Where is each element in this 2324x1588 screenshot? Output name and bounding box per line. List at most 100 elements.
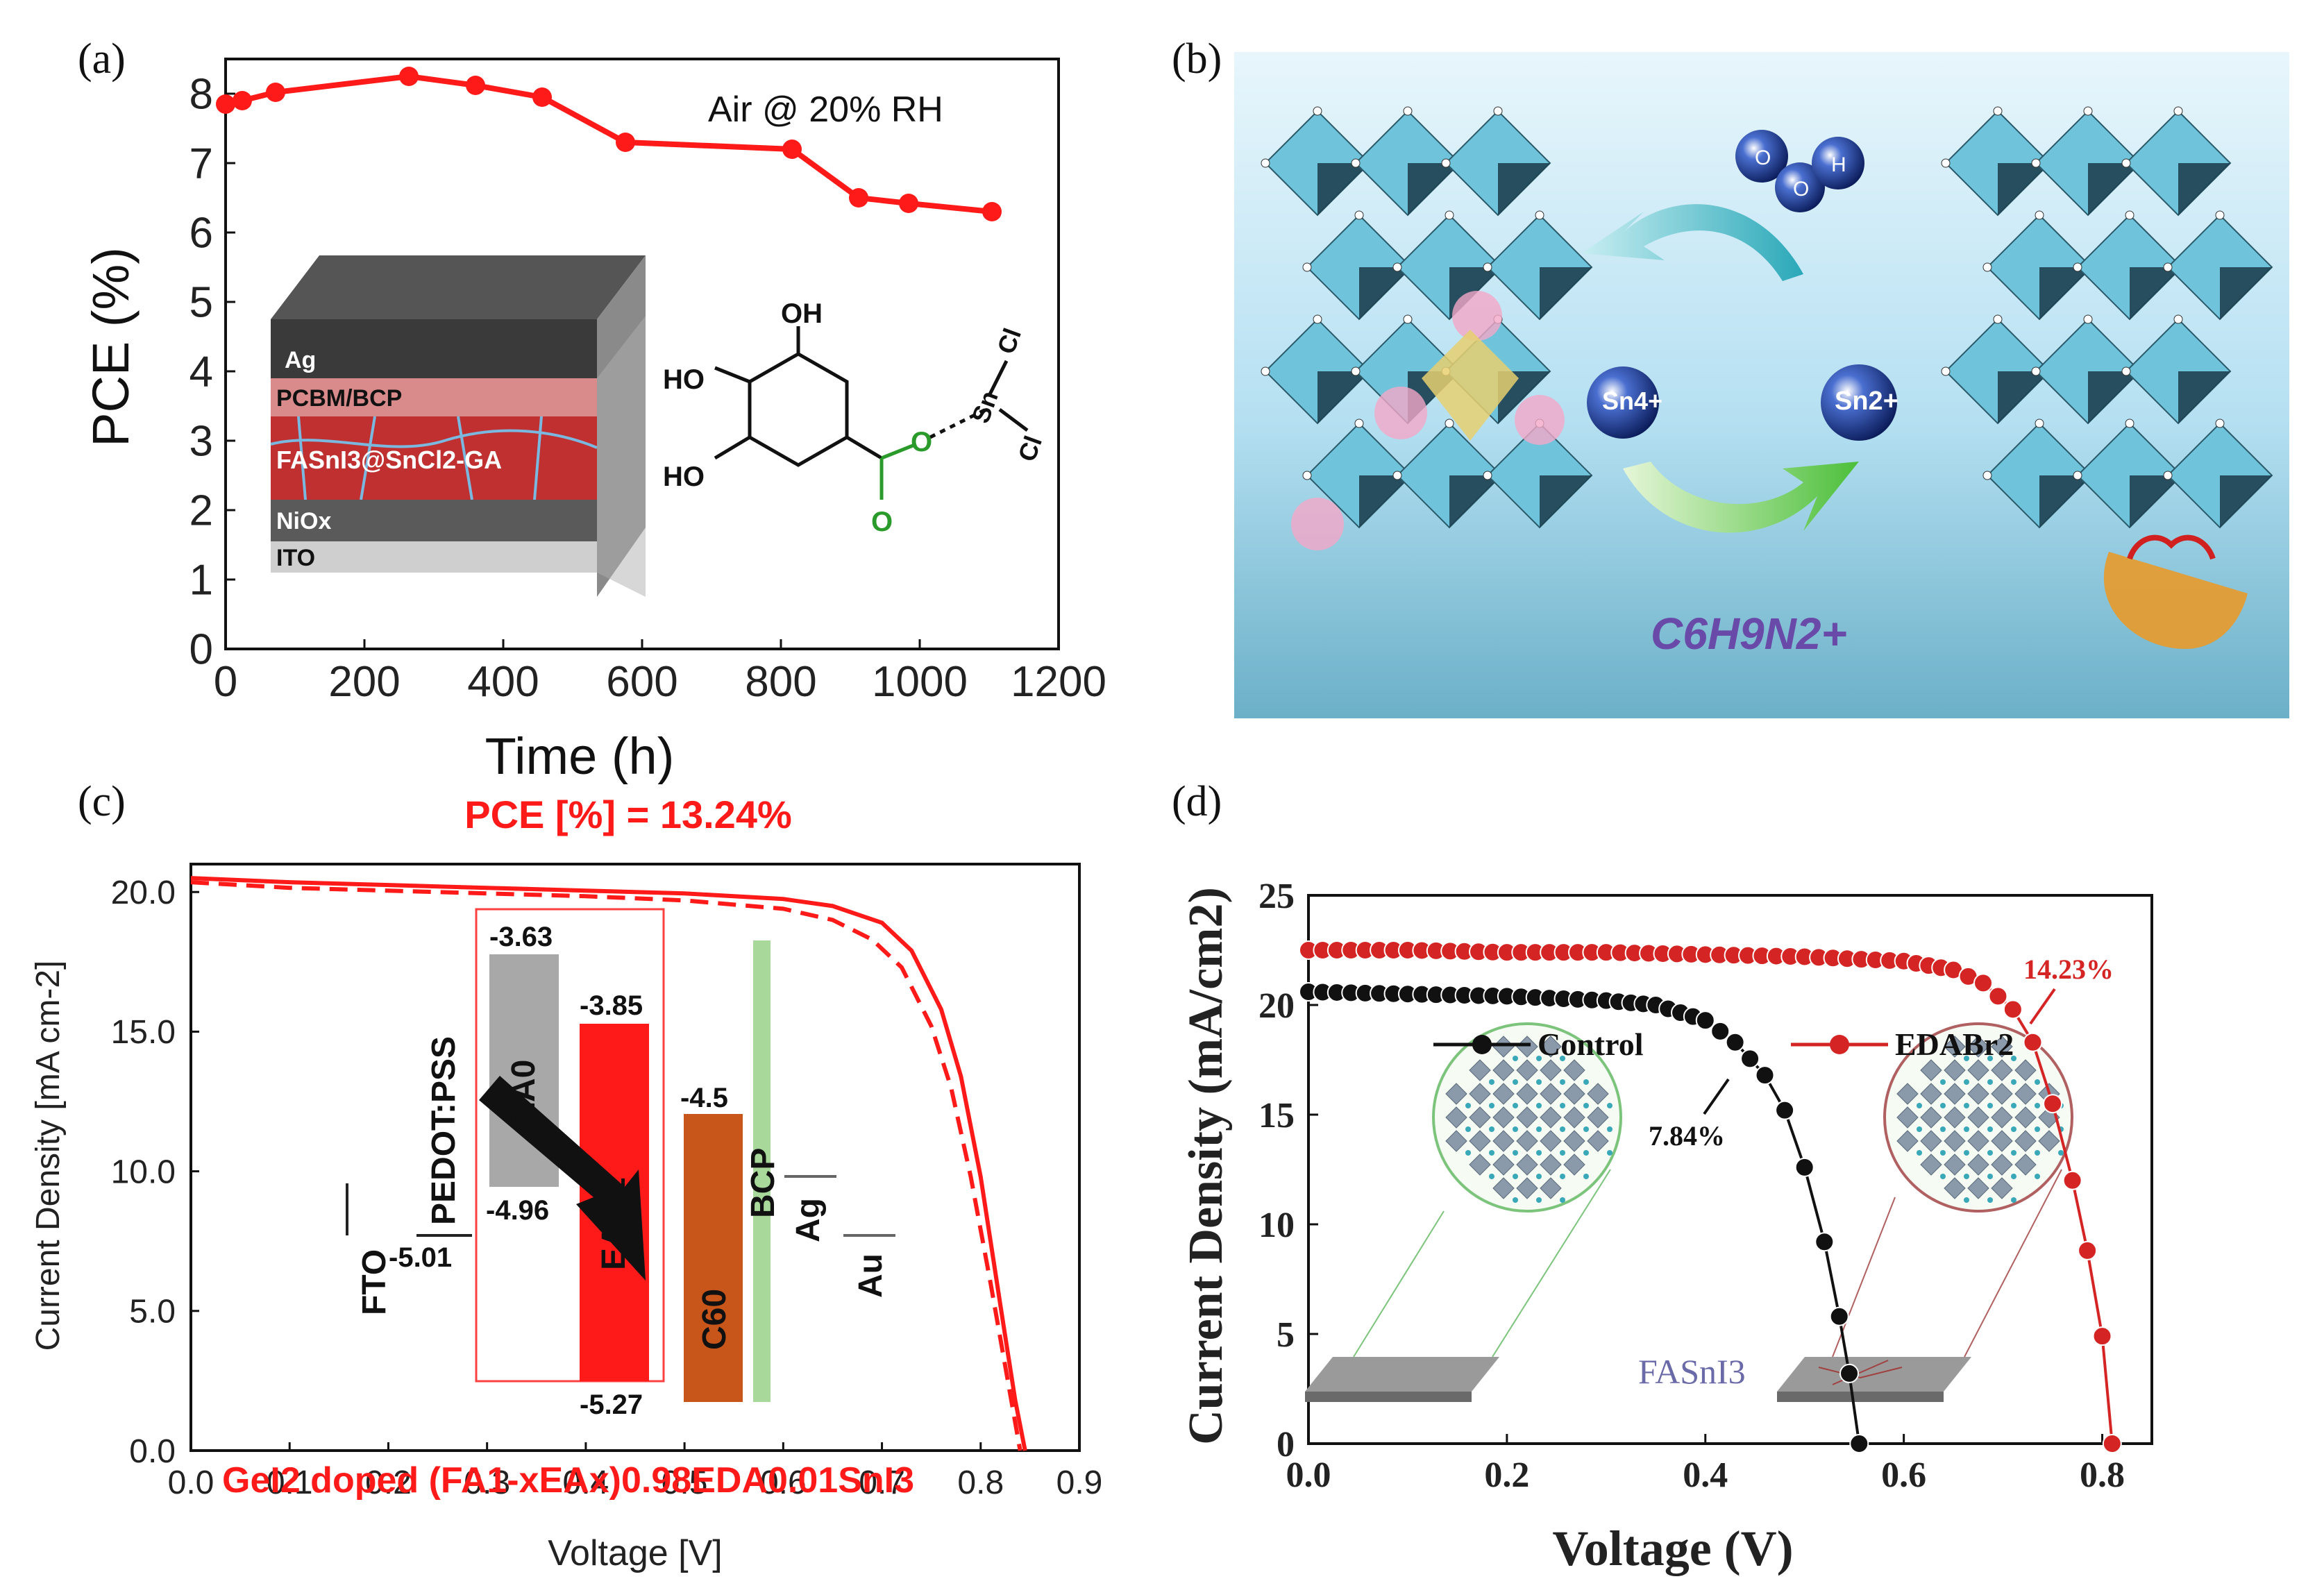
mol-o-link: O [911, 427, 932, 457]
band-label-fto: FTO [356, 1249, 393, 1315]
mol-o-ring: O [871, 507, 893, 537]
data-point-EDABr2 [1973, 973, 1993, 993]
sn2-ion [1821, 364, 1897, 441]
x-tick-label: 0.2 [1484, 1455, 1529, 1495]
x-tick-label: 0.4 [1683, 1455, 1728, 1495]
x-tick-label: 0.0 [1286, 1455, 1331, 1495]
y-tick-label: 15.0 [111, 1014, 176, 1051]
data-point [782, 140, 802, 159]
x-tick-label: 200 [328, 658, 400, 706]
band-bcp [753, 940, 771, 1402]
data-point-EDABr2 [2092, 1326, 2112, 1346]
mol-cl1: Cl [991, 324, 1027, 357]
data-point-Control [1725, 1032, 1745, 1052]
panel-label-b: (b) [1172, 35, 1222, 83]
band-value: -5.27 [580, 1390, 643, 1420]
y-tick-label: 5 [190, 279, 213, 327]
data-point [982, 202, 1002, 221]
data-point [849, 188, 868, 208]
band-value: -5.01 [389, 1242, 452, 1273]
legend-label: GeI2 doped (FA1-xEAx)0.98EDA0.01SnI3 [222, 1460, 914, 1501]
layer-fasni: FASnI3@SnCl2-GA [276, 446, 502, 474]
x-tick-label: 0.6 [760, 1464, 807, 1501]
y-tick-label: 10.0 [111, 1154, 176, 1190]
data-point [466, 76, 485, 95]
band-value: -3.63 [489, 922, 553, 952]
band-value: -4.96 [486, 1195, 549, 1226]
y-tick-label: 5.0 [129, 1294, 176, 1331]
data-point-EDABr2 [2043, 1094, 2063, 1114]
band-label-ag: Ag [790, 1198, 827, 1242]
data-point-Control [1839, 1363, 1860, 1383]
data-point [233, 91, 252, 110]
data-point-EDABr2 [2062, 1170, 2082, 1190]
x-tick-label: 0.9 [1056, 1464, 1103, 1501]
mol-sn: Sn [966, 387, 1004, 427]
y-axis-label: Current Density (mA/cm2) [1179, 887, 1233, 1445]
x-tick-label: 0.3 [464, 1464, 510, 1501]
data-point-EDABr2 [2102, 1434, 2122, 1453]
legend-control: Control [1433, 1027, 1644, 1062]
formula-label: C6H9N2+ [1651, 609, 1847, 659]
y-tick-label: 8 [190, 71, 213, 119]
arrow-control [1703, 1078, 1730, 1115]
layer-ag: Ag [285, 347, 316, 373]
x-tick-label: 400 [467, 658, 539, 706]
band-label-bcp: BCP [745, 1148, 782, 1218]
series-line-dashed [190, 880, 1022, 1451]
data-point-Control [1829, 1306, 1849, 1326]
x-tick-label: 800 [745, 658, 816, 706]
data-point-Control [1755, 1065, 1775, 1086]
y-tick-label: 25 [1258, 877, 1295, 916]
film-edabr2-illustration [1777, 1022, 2073, 1402]
left-perovskite-lattice [1261, 106, 1593, 550]
band-label-au: Au [852, 1253, 889, 1298]
mol-cl2: Cl [1012, 432, 1047, 465]
x-tick-label: 0.8 [2080, 1455, 2125, 1495]
y-tick-label: 4 [190, 348, 213, 396]
center-label-fasni3: FASnI3 [1638, 1352, 1746, 1391]
svg-text:O: O [1755, 146, 1771, 169]
layer-nio: NiOx [276, 508, 331, 534]
band-label-ea0: EA0 [505, 1060, 542, 1124]
data-point-EDABr2 [2023, 1032, 2043, 1052]
data-point [216, 94, 235, 114]
water-oxygen-cluster: O O H [1735, 130, 1864, 212]
data-point [399, 67, 419, 86]
right-perovskite-lattice [1941, 106, 2273, 529]
x-axis-label: Voltage (V) [1552, 1521, 1793, 1576]
x-tick-label: 0.5 [662, 1464, 708, 1501]
y-tick-label: 6 [190, 210, 213, 257]
band-value: -3.85 [580, 990, 643, 1021]
band-label-ea01: EA0.1 [596, 1178, 632, 1270]
x-tick-label: 1200 [1011, 658, 1106, 706]
band-c60 [684, 1114, 743, 1402]
data-point [532, 87, 552, 107]
x-tick-label: 0.0 [168, 1464, 214, 1501]
layer-ito: ITO [276, 545, 315, 571]
data-point-Control [1775, 1100, 1795, 1120]
panel-label-c: (c) [78, 778, 126, 825]
data-point [616, 133, 635, 152]
band-diagram [346, 908, 895, 1402]
svg-text:H: H [1831, 153, 1846, 176]
data-point-EDABr2 [2003, 999, 2023, 1020]
x-tick-label: 0.4 [563, 1464, 609, 1501]
x-tick-label: 0.1 [267, 1464, 313, 1501]
mol-ho-bot: HO [663, 462, 705, 492]
y-tick-label: 15 [1258, 1096, 1295, 1135]
panel-b-illustration: Sn4+ Sn2+ O O H C6H9N2+ [1234, 52, 2289, 718]
data-point-Control [1794, 1157, 1814, 1177]
data-point [899, 194, 918, 213]
organic-cation-cluster [2103, 534, 2248, 649]
band-value: -4.5 [680, 1083, 728, 1113]
mol-oh-top: OH [781, 298, 823, 329]
x-tick-label: 0.7 [859, 1464, 905, 1501]
x-axis-label: Time (h) [485, 727, 675, 784]
arrow-edabr2 [2029, 988, 2056, 1025]
svg-text:Control: Control [1538, 1027, 1644, 1062]
device-stack-diagram: Ag PCBM/BCP FASnI3@SnCl2-GA NiOx ITO [270, 255, 646, 597]
y-tick-label: 7 [190, 140, 213, 188]
